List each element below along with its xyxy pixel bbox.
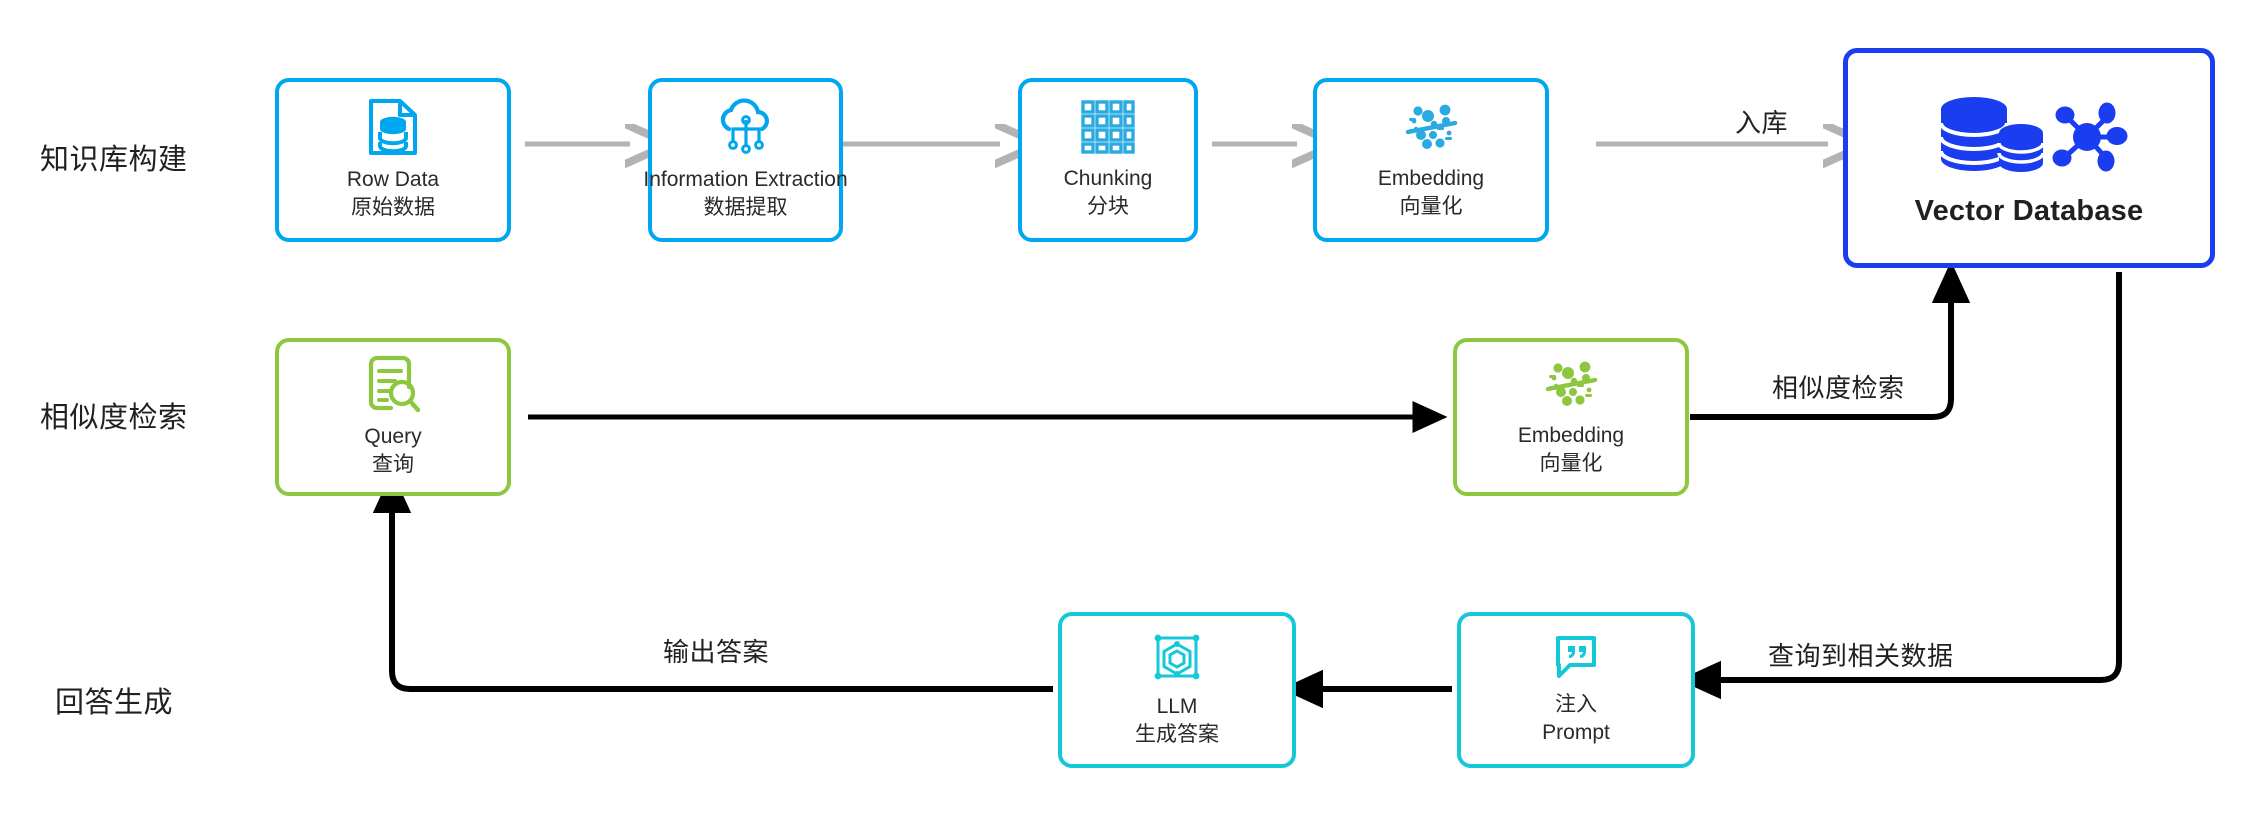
scatter-vector-icon: [1540, 356, 1602, 412]
edge-label-retrieved-data: 查询到相关数据: [1768, 641, 1954, 671]
cube-model-icon: [1151, 631, 1203, 683]
stage-label-similarity-retrieval: 相似度检索: [40, 402, 188, 434]
arrow-vectordb-to-prompt: [1679, 272, 2122, 700]
node-embedding-middle-title: Embedding: [1517, 424, 1625, 448]
node-prompt-title: 注入: [1555, 693, 1597, 717]
scatter-vector-icon: [1400, 99, 1462, 155]
stage-label-knowledge-base-construction: 知识库构建: [40, 144, 188, 176]
grid-blocks-icon: [1080, 99, 1136, 155]
node-prompt-subtitle: Prompt: [1542, 721, 1610, 744]
node-prompt[interactable]: 注入 Prompt: [1457, 612, 1695, 768]
node-vector-database[interactable]: Vector Database: [1843, 48, 2215, 268]
node-vector-database-title: Vector Database: [1914, 194, 2144, 227]
edge-label-ingest: 入库: [1735, 108, 1789, 138]
node-embedding-top[interactable]: Embedding 向量化: [1313, 78, 1549, 242]
node-information-extraction[interactable]: Information Extraction 数据提取: [643, 78, 848, 242]
node-information-extraction-title: Information Extraction: [643, 168, 848, 192]
edge-label-similarity-retrieval: 相似度检索: [1772, 373, 1905, 403]
node-row-data-subtitle: 原始数据: [351, 196, 435, 219]
node-embedding-middle[interactable]: Embedding 向量化: [1453, 338, 1689, 496]
node-embedding-top-title: Embedding: [1377, 167, 1485, 191]
node-llm-title: LLM: [1156, 695, 1198, 719]
document-search-icon: [365, 355, 421, 413]
node-information-extraction-subtitle: 数据提取: [703, 196, 788, 219]
stage-label-answer-generation: 回答生成: [55, 687, 174, 719]
node-chunking-title: Chunking: [1063, 167, 1153, 191]
database-stack-icon: [1929, 89, 2129, 185]
node-chunking-subtitle: 分块: [1087, 195, 1129, 218]
quote-bubble-icon: [1552, 633, 1600, 681]
node-llm[interactable]: LLM 生成答案: [1058, 612, 1296, 768]
edge-label-output-answer: 输出答案: [663, 637, 770, 667]
node-llm-subtitle: 生成答案: [1135, 723, 1219, 746]
node-embedding-top-subtitle: 向量化: [1399, 195, 1463, 218]
node-row-data[interactable]: Row Data 原始数据: [275, 78, 511, 242]
node-embedding-middle-subtitle: 向量化: [1539, 452, 1603, 475]
node-query-subtitle: 查询: [372, 453, 414, 476]
node-row-data-title: Row Data: [346, 168, 440, 192]
node-query-title: Query: [364, 425, 422, 449]
document-database-icon: [367, 98, 419, 156]
node-chunking[interactable]: Chunking 分块: [1018, 78, 1198, 242]
cloud-network-icon: [715, 98, 777, 156]
node-query[interactable]: Query 查询: [275, 338, 511, 496]
